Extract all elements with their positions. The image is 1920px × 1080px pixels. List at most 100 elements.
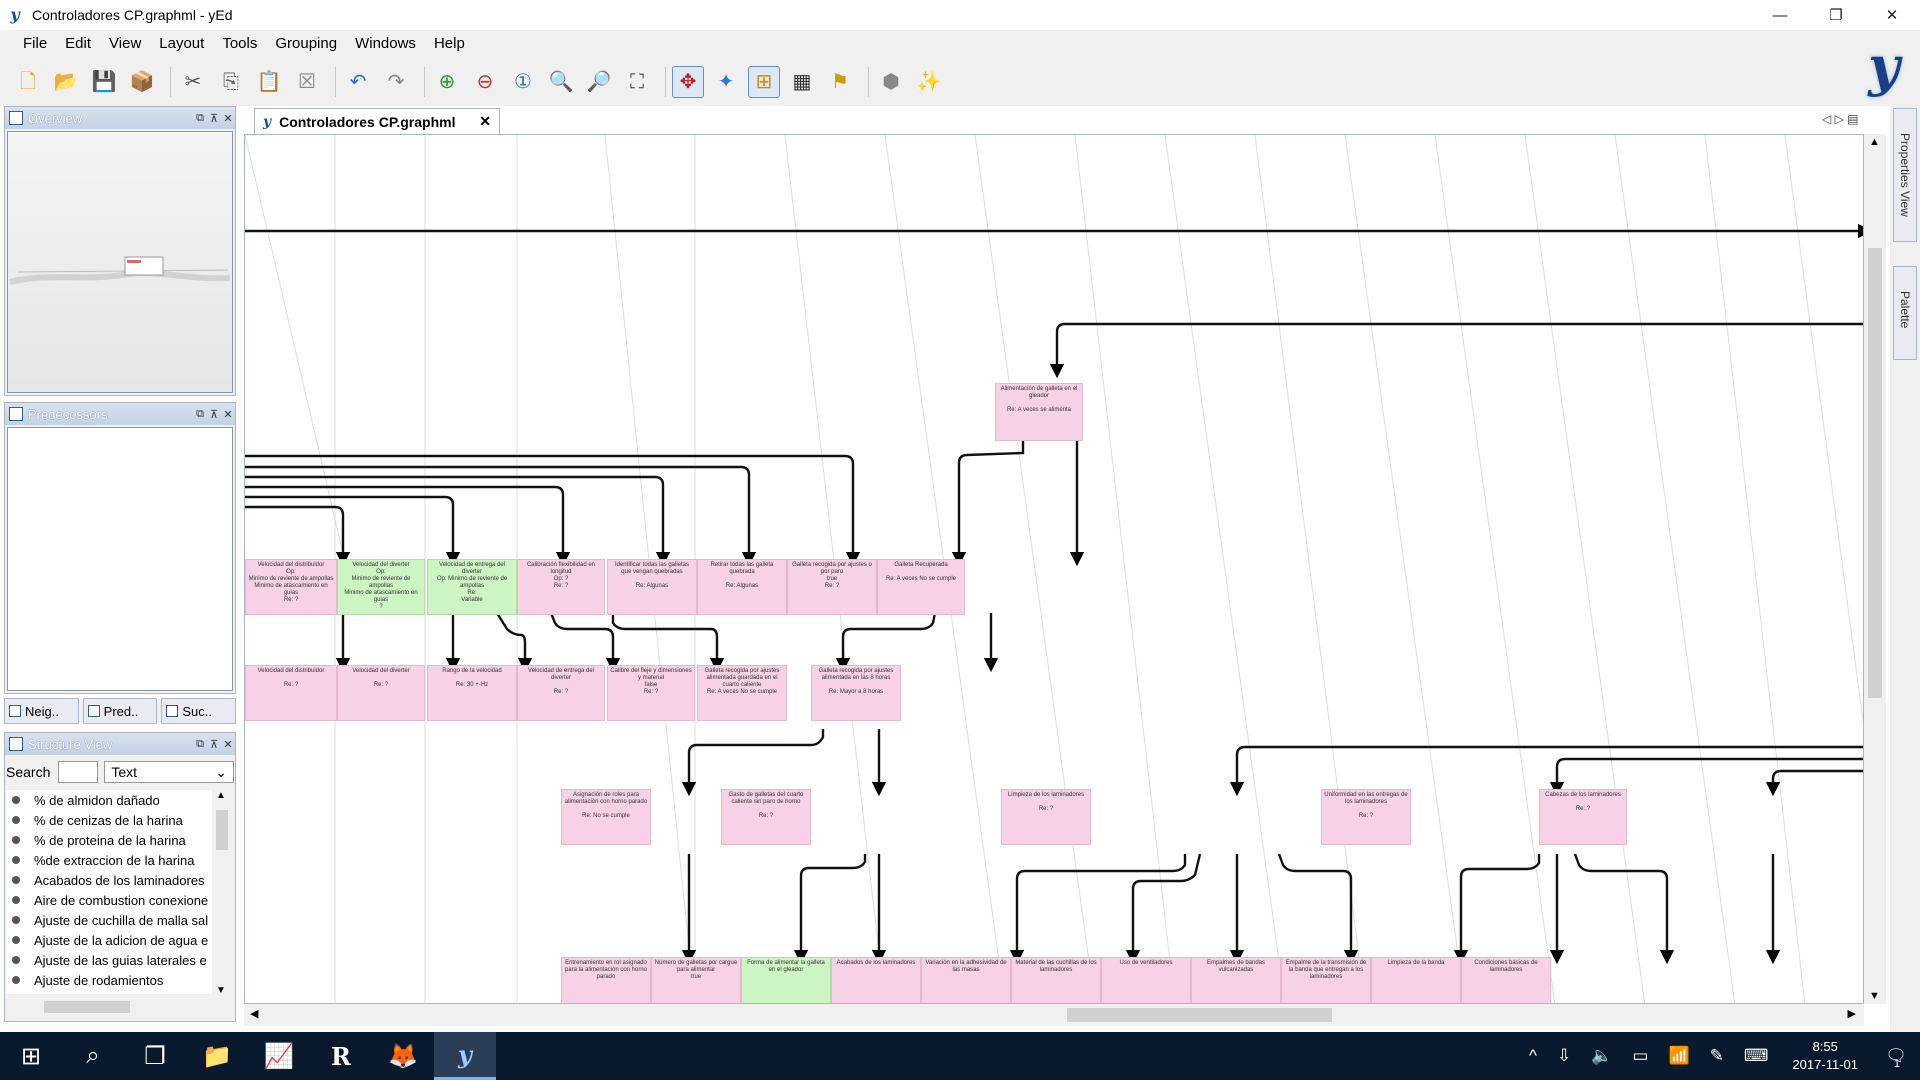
graph-node[interactable]: Empalmes de bandas vulcanizadas <box>1191 957 1281 1003</box>
minimize-button[interactable]: — <box>1772 6 1788 24</box>
list-item[interactable]: % de almidon dañado <box>6 790 212 810</box>
graph-node[interactable]: Asignación de roles para alimentación co… <box>561 789 651 845</box>
dropbox-icon[interactable]: ⇩ <box>1557 1046 1572 1065</box>
pin-icon[interactable]: ⊼ <box>209 112 219 125</box>
graph-node[interactable]: Número de galletas por cargue para alime… <box>651 957 741 1003</box>
search-input[interactable] <box>58 761 99 783</box>
zoom-out-icon[interactable]: ⊖ <box>476 71 494 93</box>
redo-icon[interactable]: ↷ <box>387 71 405 93</box>
graph-node[interactable]: Calibre del fleje y dimensiones y materi… <box>607 665 695 721</box>
graph-node[interactable]: Velocidad de entrega del diverter Op: Mi… <box>427 559 517 615</box>
graph-node[interactable]: Rango de la velocidad Re: 30 +-Hz <box>427 665 517 721</box>
magic-wand-icon[interactable]: ✨ <box>916 71 942 93</box>
float-icon[interactable]: ⧉ <box>196 737 204 750</box>
grid-icon[interactable]: ▦ <box>792 71 812 93</box>
zoom-original-icon[interactable]: ① <box>514 71 532 93</box>
palette-tab[interactable]: Palette <box>1893 266 1917 360</box>
pin-icon[interactable]: ⊼ <box>209 738 219 751</box>
graph-node[interactable]: Velocidad del diverter Re: ? <box>337 665 425 721</box>
keyboard-icon[interactable]: ⌨ <box>1743 1046 1769 1065</box>
open-folder-icon[interactable]: 📂 <box>53 71 79 93</box>
tab-successors[interactable]: Suc.. <box>161 698 237 724</box>
wifi-icon[interactable]: 📶 <box>1668 1046 1690 1065</box>
graph-node[interactable]: Material de las cuchillas de los laminad… <box>1011 957 1101 1003</box>
show-hidden-icons-icon[interactable]: ^ <box>1529 1046 1537 1065</box>
tab-predecessors[interactable]: Pred.. <box>82 698 158 724</box>
list-item[interactable]: % de cenizas de la harina <box>6 810 212 830</box>
task-view-icon[interactable]: ❐ <box>144 1042 166 1070</box>
list-item[interactable]: Ajuste de cuchilla de malla sal <box>6 910 212 930</box>
graph-node[interactable]: Velocidad de entrega del diverter Re: ? <box>517 665 605 721</box>
close-panel-icon[interactable]: ✕ <box>223 738 233 751</box>
document-tab[interactable]: y Controladores CP.graphml ✕ <box>254 108 500 134</box>
list-item[interactable]: %de extraccion de la harina <box>6 850 212 870</box>
graph-node[interactable]: Entrenamiento en rol asignado para la al… <box>561 957 651 1003</box>
navigate-mode-icon[interactable]: ✦ <box>717 71 735 93</box>
tab-nav-icons[interactable]: ◁ ▷ ▤ <box>1822 112 1859 126</box>
menu-help[interactable]: Help <box>433 35 465 52</box>
list-item[interactable]: Ajuste de las guias laterales e <box>6 950 212 970</box>
list-item[interactable]: Ajuste de la adicion de agua e <box>6 930 212 950</box>
properties-view-tab[interactable]: Properties View <box>1893 108 1917 242</box>
menu-file[interactable]: File <box>23 35 48 52</box>
canvas-vscroll[interactable]: ▲ ▼ <box>1864 134 1886 1004</box>
save-icon[interactable]: 💾 <box>91 71 117 93</box>
structure-hscroll[interactable] <box>6 998 232 1016</box>
graph-node[interactable]: Identificar todas las galletas que venga… <box>607 559 697 615</box>
edit-mode-icon[interactable]: ✥ <box>672 66 704 98</box>
spreadsheet-icon[interactable]: 📈 <box>264 1042 294 1070</box>
menu-tools[interactable]: Tools <box>222 35 258 52</box>
graph-node[interactable]: Uniformidad en las entregas de los lamin… <box>1321 789 1411 845</box>
float-icon[interactable]: ⧉ <box>196 407 204 420</box>
overview-canvas[interactable] <box>7 131 233 393</box>
close-panel-icon[interactable]: ✕ <box>223 408 233 421</box>
clock[interactable]: 8:55 2017-11-01 <box>1792 1038 1858 1074</box>
list-item[interactable]: Ajuste de rodamientos <box>6 970 212 990</box>
graph-node[interactable]: Uso de ventiladores <box>1101 957 1191 1003</box>
list-item[interactable]: % de proteina de la harina <box>6 830 212 850</box>
menu-windows[interactable]: Windows <box>355 35 416 52</box>
cut-icon[interactable]: ✂ <box>184 71 202 93</box>
tab-neighborhood[interactable]: Neig.. <box>4 698 79 724</box>
new-document-icon[interactable]: 🗋 <box>19 71 37 93</box>
zoom-fit-icon[interactable]: 🔍 <box>548 71 574 93</box>
graph-node[interactable]: Acabados de los laminadores <box>831 957 921 1003</box>
export-icon[interactable]: 📦 <box>129 71 155 93</box>
graph-canvas[interactable]: Alimentación de galleta en el gleador Re… <box>244 134 1864 1004</box>
graph-node[interactable]: Limpieza de los laminadores Re: ? <box>1001 789 1091 845</box>
close-tab-icon[interactable]: ✕ <box>479 113 491 129</box>
plugin-icon[interactable]: ⬢ <box>882 71 900 93</box>
graph-node[interactable]: Galleta recogida por ajustes alimentada … <box>697 665 787 721</box>
volume-icon[interactable]: 🔈 <box>1591 1046 1613 1065</box>
menu-edit[interactable]: Edit <box>65 35 92 52</box>
r-icon[interactable]: R <box>331 1041 351 1071</box>
zoom-selection-icon[interactable]: 🔎 <box>586 71 612 93</box>
pin-icon[interactable]: ⊼ <box>209 408 219 421</box>
float-icon[interactable]: ⧉ <box>196 111 204 124</box>
fit-content-icon[interactable]: ⛶ <box>630 71 644 93</box>
graph-node[interactable]: Alimentación de galleta en el gleador Re… <box>995 383 1083 441</box>
menu-grouping[interactable]: Grouping <box>275 35 338 52</box>
snap-lines-icon[interactable]: ⊞ <box>748 66 780 98</box>
graph-node[interactable]: Empalme de la transmisión de la banda qu… <box>1281 957 1371 1003</box>
graph-node[interactable]: Retirar todas las galleta quebrada Re: A… <box>697 559 787 615</box>
graph-node[interactable]: Galleta Recuperada Re: A veces No se cum… <box>877 559 965 615</box>
restore-button[interactable]: ❐ <box>1829 7 1843 24</box>
canvas-hscroll[interactable]: ◀ ▶ <box>244 1004 1864 1026</box>
yed-icon[interactable]: y <box>434 1032 496 1080</box>
file-explorer-icon[interactable]: 📁 <box>202 1042 232 1070</box>
graph-node[interactable]: Condiciones básicas de laminadores <box>1461 957 1551 1003</box>
delete-icon[interactable]: ☒ <box>298 71 316 93</box>
predecessors-list[interactable] <box>7 427 233 691</box>
undo-icon[interactable]: ↶ <box>349 71 367 93</box>
graph-node[interactable]: Forma de alimentar la galleta en el glea… <box>741 957 831 1003</box>
menu-layout[interactable]: Layout <box>159 35 205 52</box>
structure-list[interactable]: % de almidon dañado% de cenizas de la ha… <box>6 790 212 994</box>
graph-node[interactable]: Gasto de galletas del cuarto caliente si… <box>721 789 811 845</box>
pen-icon[interactable]: ✎ <box>1709 1046 1724 1065</box>
zoom-in-icon[interactable]: ⊕ <box>438 71 456 93</box>
paste-icon[interactable]: 📋 <box>256 71 282 93</box>
graph-node[interactable]: Variación en la adhesividad de las masas <box>921 957 1011 1003</box>
list-item[interactable]: Aire de combustion conexione <box>6 890 212 910</box>
graph-node[interactable]: Velocidad del diverter Op: Minimo de rev… <box>337 559 425 615</box>
